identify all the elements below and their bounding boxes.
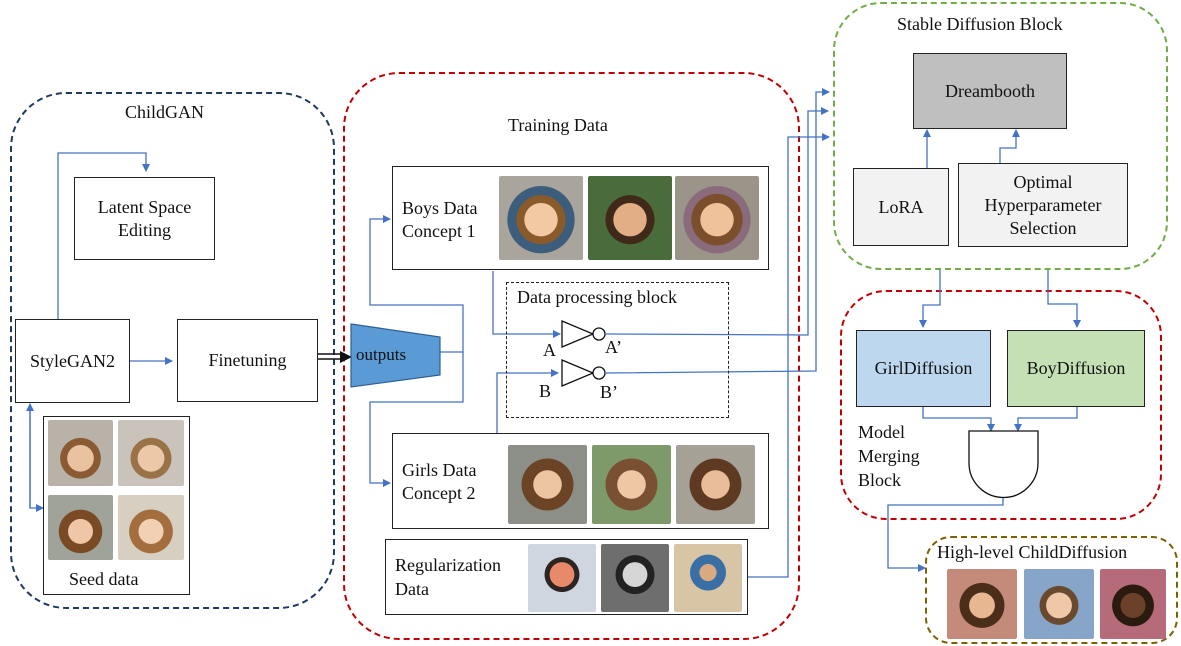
not-gate-b-bubble — [592, 366, 606, 380]
highlevel-face-3 — [1100, 569, 1166, 639]
girl-face-3 — [676, 445, 755, 524]
reg-image-portrait — [674, 544, 742, 612]
dreambooth-box: Dreambooth — [913, 53, 1067, 129]
boy-diffusion-label: BoyDiffusion — [1026, 358, 1126, 378]
wire-outputs-split — [369, 215, 464, 353]
wire-outputs-girls — [369, 352, 464, 487]
seed-face-girl-2 — [118, 495, 184, 560]
stylegan2-label: StyleGAN2 — [30, 350, 115, 371]
outputs-trapezoid — [350, 323, 441, 388]
finetuning-box: Finetuning — [177, 319, 318, 402]
opt-line1: Optimal — [1013, 171, 1073, 192]
reg-line1: Regularization — [395, 555, 501, 575]
double-arrow-head — [340, 351, 352, 363]
not-gate-a — [561, 320, 595, 348]
high-level-group — [925, 536, 1178, 644]
latent-line2: Editing — [118, 219, 171, 240]
girls-data-box: Girls Data Concept 2 — [392, 433, 769, 529]
label-a-prime: A’ — [605, 337, 622, 357]
reg-image-painting — [528, 544, 596, 612]
boy-diffusion-box: BoyDiffusion — [1007, 330, 1145, 407]
wire-girl-merge — [922, 407, 995, 432]
lora-box: LoRA — [853, 168, 949, 246]
not-gate-b — [561, 359, 595, 387]
highlevel-face-2 — [1024, 569, 1094, 639]
wire-aprime-dreambooth — [605, 107, 829, 336]
label-a: A — [543, 340, 556, 360]
seed-face-boy-1 — [48, 420, 113, 486]
wire-merge-highlevel — [887, 495, 1004, 572]
boys-line2: Concept 1 — [402, 221, 476, 241]
childgan-title: ChildGAN — [125, 102, 205, 122]
data-processing-title: Data processing block — [517, 287, 677, 307]
reg-line2: Data — [395, 579, 429, 599]
lora-label: LoRA — [878, 196, 924, 217]
wire-opt-dreambooth — [999, 129, 1020, 163]
merge-line1: Model — [858, 422, 905, 442]
latent-line1: Latent Space — [97, 196, 192, 217]
optimal-hyperparameter-box: Optimal Hyperparameter Selection — [958, 163, 1128, 247]
stylegan2-box: StyleGAN2 — [15, 319, 130, 403]
girl-diffusion-box: GirlDiffusion — [856, 330, 991, 407]
boys-data-box: Boys Data Concept 1 — [392, 166, 769, 270]
opt-line2: Hyperparameter — [984, 194, 1102, 215]
regularization-data-box: Regularization Data — [385, 539, 748, 615]
girl-diffusion-label: GirlDiffusion — [874, 358, 973, 378]
wire-bprime-dreambooth — [605, 88, 830, 374]
not-gate-a-bubble — [592, 327, 606, 341]
seed-face-boy-2 — [118, 420, 184, 486]
wire-stable-girl — [919, 270, 941, 328]
childgan-group — [10, 92, 335, 609]
wire-stylegan-latent — [57, 152, 150, 319]
label-b-prime: B’ — [600, 382, 618, 402]
reg-image-sketch — [601, 544, 669, 612]
and-gate — [968, 430, 1039, 499]
seed-data-box: Seed data — [43, 416, 190, 595]
highlevel-face-1 — [947, 569, 1017, 639]
boy-face-2 — [588, 176, 672, 260]
girls-line2: Concept 2 — [402, 483, 476, 503]
wire-boy-merge — [1014, 407, 1078, 432]
high-level-title: High-level ChildDiffusion — [937, 542, 1128, 562]
model-merging-group — [840, 290, 1162, 520]
stable-diffusion-title: Stable Diffusion Block — [897, 14, 1063, 34]
opt-line3: Selection — [1009, 217, 1077, 238]
data-processing-block: Data processing block — [506, 282, 729, 418]
finetuning-label: Finetuning — [208, 350, 287, 370]
merge-line2: Merging — [858, 446, 920, 466]
wire-girls-b — [496, 369, 559, 433]
stable-diffusion-group — [833, 2, 1168, 270]
girls-line1: Girls Data — [402, 460, 477, 480]
wire-stylegan-seed — [29, 404, 44, 512]
seed-face-girl-1 — [48, 495, 113, 560]
merge-line3: Block — [858, 470, 901, 490]
boy-face-1 — [499, 176, 583, 260]
latent-space-editing-box: Latent Space Editing — [74, 177, 215, 260]
wire-stable-boy — [1047, 270, 1081, 328]
girl-face-1 — [508, 445, 587, 524]
dreambooth-label: Dreambooth — [945, 80, 1035, 101]
outputs-label: outputs — [356, 345, 407, 364]
seed-data-label: Seed data — [69, 569, 139, 589]
girl-face-2 — [592, 445, 671, 524]
training-data-title: Training Data — [508, 115, 608, 135]
label-b: B — [539, 381, 552, 401]
boys-line1: Boys Data — [402, 198, 478, 218]
boy-face-3 — [675, 176, 759, 260]
wire-reg-dreambooth — [747, 133, 830, 578]
wire-boys-a — [492, 271, 561, 338]
